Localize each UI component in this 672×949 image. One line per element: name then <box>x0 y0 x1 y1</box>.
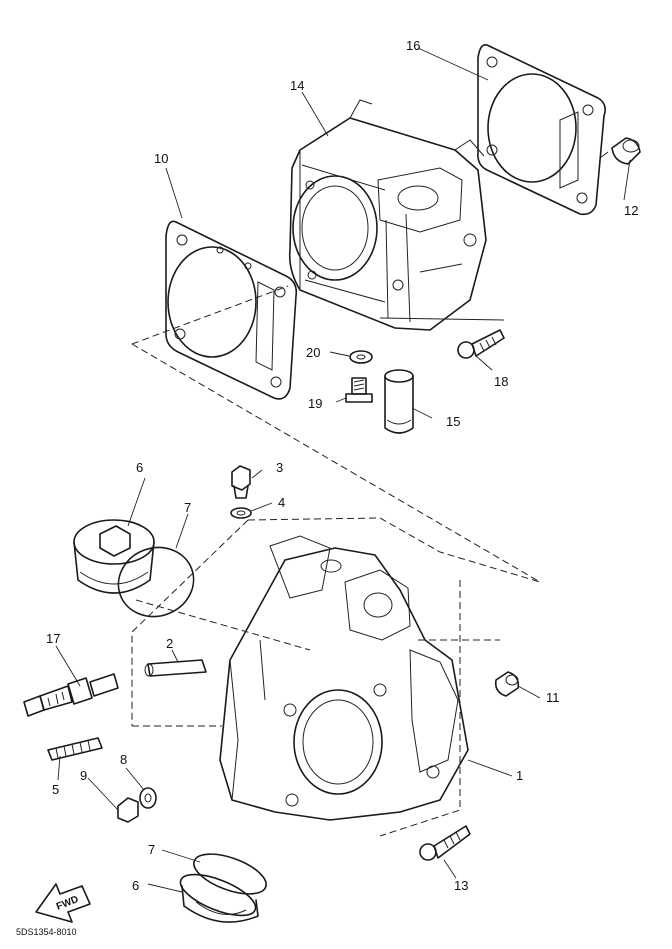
dowel-pin-11 <box>494 671 520 697</box>
spark-plug <box>23 673 119 717</box>
cylinder-base-gasket <box>165 220 298 400</box>
stud-bolt-5 <box>47 737 103 761</box>
callout-10: 10 <box>154 151 168 166</box>
bolt-18 <box>457 329 505 359</box>
leader-lines <box>55 47 631 893</box>
callout-17: 17 <box>46 631 60 646</box>
valve-cover-cap-top <box>73 519 155 594</box>
washer-4 <box>230 507 252 519</box>
cap-nut-9 <box>117 797 139 823</box>
callout-7-top: 7 <box>184 500 191 515</box>
callout-9: 9 <box>80 768 87 783</box>
callout-15: 15 <box>446 414 460 429</box>
washer-20 <box>349 350 373 364</box>
bolt-3 <box>231 465 251 499</box>
valve-cover-cap-bottom <box>179 873 259 923</box>
dowel-pin-12 <box>611 137 641 165</box>
o-ring-bottom <box>193 853 267 895</box>
washer-8 <box>139 787 157 809</box>
callout-16: 16 <box>406 38 420 53</box>
callout-12: 12 <box>624 203 638 218</box>
bolt-13 <box>419 825 471 861</box>
cylinder <box>288 99 487 331</box>
o-ring-top <box>117 546 195 618</box>
pin-2 <box>144 659 207 677</box>
callout-4: 4 <box>278 495 285 510</box>
callout-labels: 16 14 10 12 20 18 19 15 6 3 4 7 2 17 11 … <box>46 38 638 893</box>
callout-6-top: 6 <box>136 460 143 475</box>
callout-2: 2 <box>166 636 173 651</box>
callout-1: 1 <box>516 768 523 783</box>
callout-11: 11 <box>546 690 560 705</box>
cylinder-head-gasket <box>477 43 606 216</box>
callout-6-bottom: 6 <box>132 878 139 893</box>
callout-20: 20 <box>306 345 320 360</box>
callout-18: 18 <box>494 374 508 389</box>
dowel-sleeve-15 <box>384 369 414 434</box>
callout-3: 3 <box>276 460 283 475</box>
callout-8: 8 <box>120 752 127 767</box>
callout-14: 14 <box>290 78 304 93</box>
callout-19: 19 <box>308 396 322 411</box>
cylinder-head <box>219 535 469 821</box>
callout-13: 13 <box>454 878 468 893</box>
forward-arrow-icon: FWD <box>35 883 91 923</box>
callout-5: 5 <box>52 782 59 797</box>
bolt-19 <box>345 377 373 403</box>
callout-7-bottom: 7 <box>148 842 155 857</box>
assembly-dashed-lines <box>131 263 541 837</box>
diagram-code: 5DS1354-8010 <box>16 927 77 937</box>
